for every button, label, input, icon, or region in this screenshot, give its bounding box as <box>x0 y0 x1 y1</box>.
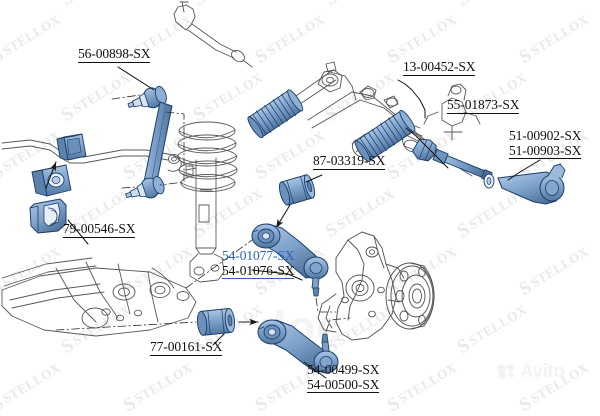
part-stabilizer-bracket <box>29 198 67 234</box>
part-wheel-hub <box>385 262 435 330</box>
part-upper-arm-bushing <box>278 174 316 206</box>
part-rack-boot-right <box>354 109 416 163</box>
label-lower-arm-bushing[interactable]: 77-00161-SX <box>150 339 223 356</box>
exploded-parts-drawing <box>1 1 566 379</box>
leader-arrow-stabilizer-bushing <box>45 161 57 189</box>
part-stabilizer-bushing-mounted <box>56 133 87 161</box>
part-upper-control-arm <box>251 223 329 297</box>
part-tie-rod-washer <box>483 173 495 189</box>
label-upper-control-arm[interactable]: 54-01077-SX 54-01076-SX <box>222 248 295 279</box>
label-steering-rack-boot[interactable]: 13-00452-SX <box>403 59 476 76</box>
part-stabilizer-link <box>125 85 173 199</box>
part-inner-tie-rod <box>412 138 493 182</box>
label-upper-arm-bushing[interactable]: 87-03319-SX <box>313 153 386 170</box>
part-rack-boot-left <box>247 89 304 139</box>
label-inner-tie-rod[interactable]: 55-01873-SX <box>447 97 520 114</box>
part-lower-control-arm <box>257 319 339 374</box>
leader-arrow-upper-bushing <box>275 204 291 229</box>
part-lower-arm-bushing <box>196 307 236 336</box>
part-subframe <box>1 257 197 337</box>
part-steering-knuckle <box>317 231 405 341</box>
locator-lower-control-arm <box>55 317 351 333</box>
part-stabilizer-bushing <box>31 164 72 197</box>
part-outer-tie-rod-end <box>497 163 566 205</box>
label-lower-control-arm[interactable]: 54-00499-SX 54-00500-SX <box>307 362 380 393</box>
part-coil-spring-strut <box>177 121 238 283</box>
label-outer-tie-rod-end[interactable]: 51-00902-SX 51-00903-SX <box>509 128 582 159</box>
locator-stabilizer-link <box>111 94 185 189</box>
leader-lines <box>67 66 541 379</box>
label-stabilizer-bushing[interactable]: 79-00546-SX <box>63 221 136 238</box>
locator-upper-control-arm <box>185 239 337 313</box>
label-stabilizer-link[interactable]: 56-00898-SX <box>78 46 151 63</box>
